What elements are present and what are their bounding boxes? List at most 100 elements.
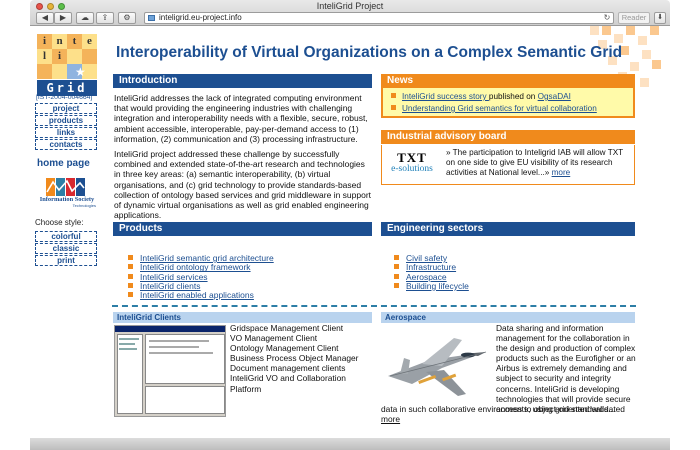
eurofighter-jet-image[interactable] [382, 326, 492, 402]
logo-cell-blank [67, 49, 82, 64]
client-item: Platform [230, 383, 262, 394]
logo-cell-blank [37, 64, 52, 79]
news-item: Understanding Grid semantics for virtual… [391, 104, 597, 113]
list-item: Aerospace [394, 271, 469, 282]
ist-logo-graphic-icon [46, 178, 85, 196]
address-bar[interactable]: inteligrid.eu-project.info [144, 12, 614, 24]
products-list: InteliGrid semantic grid architecture In… [128, 253, 274, 300]
news-link-ogsadai[interactable]: OgsaDAI [537, 92, 571, 101]
product-link[interactable]: InteliGrid ontology framework [140, 262, 251, 273]
back-arrow-icon: ◀ [41, 13, 49, 22]
introduction-heading: Introduction [113, 74, 372, 88]
download-icon: ⬇ [657, 14, 663, 21]
sector-link[interactable]: Civil safety [406, 253, 448, 263]
news-link-success-story[interactable]: InteliGrid success story [402, 92, 489, 101]
nav-products-button[interactable]: products [35, 115, 97, 126]
section-divider [112, 305, 636, 307]
bullet-square-icon [394, 264, 399, 270]
sectors-list: Civil safety Infrastructure Aerospace Bu… [394, 253, 469, 291]
bullet-square-icon [128, 264, 133, 270]
news-link-grid-semantics[interactable]: Understanding Grid semantics for virtual… [402, 104, 597, 113]
list-item: InteliGrid services [128, 271, 274, 282]
client-item: InteliGrid VO and Collaboration [230, 373, 346, 384]
txt-logo-bottom: e-solutions [391, 164, 433, 174]
url-text: inteligrid.eu-project.info [159, 13, 242, 22]
minimize-window-icon[interactable] [47, 3, 54, 10]
logo-letter: e [82, 34, 97, 49]
iab-box: TXT e-solutions » The participation to I… [381, 145, 635, 185]
reload-button[interactable]: ↻ [602, 13, 612, 23]
bullet-square-icon [391, 105, 396, 110]
bullet-square-icon [394, 255, 399, 260]
choose-style-label: Choose style: [35, 218, 84, 227]
product-link[interactable]: InteliGrid clients [140, 280, 201, 291]
ist-logo-subtext: Technologies [72, 203, 96, 208]
back-button[interactable]: ◀ [36, 12, 54, 24]
clients-list: Gridspace Management Client VO Managemen… [230, 323, 372, 394]
sector-link[interactable]: Infrastructure [406, 262, 457, 273]
home-page-link[interactable]: home page [37, 158, 90, 169]
bullet-square-icon [394, 273, 399, 279]
share-icon: ⇪ [101, 13, 109, 22]
logo-cell-blank [52, 64, 67, 79]
clients-screenshot-thumbnail[interactable] [114, 325, 226, 417]
list-item: InteliGrid ontology framework [128, 263, 274, 272]
site-favicon-icon [148, 15, 155, 21]
ist-logo-text: Information Society [39, 196, 95, 203]
bullet-square-icon [128, 255, 133, 260]
style-print-button[interactable]: print [35, 255, 97, 266]
settings-button[interactable]: ⚙ [118, 12, 136, 24]
downloads-button[interactable]: ⬇ [654, 12, 666, 24]
browser-status-bar [30, 438, 670, 450]
aerospace-description-tail: data in such collaborative environments,… [381, 404, 616, 414]
iab-text: » The participation to Inteligrid IAB wi… [446, 148, 624, 177]
news-item-text: published on [488, 92, 538, 101]
reload-icon: ↻ [603, 13, 611, 22]
share-button[interactable]: ⇪ [96, 12, 114, 24]
client-item: VO Management Client [230, 333, 318, 344]
style-colorful-button[interactable]: colorful [35, 231, 97, 242]
information-society-logo[interactable]: Information Society Technologies [38, 176, 96, 208]
sector-link[interactable]: Building lifecycle [406, 280, 469, 291]
client-item: Ontology Management Client [230, 343, 339, 354]
icloud-tabs-button[interactable]: ☁ [76, 12, 94, 24]
style-classic-button[interactable]: classic [35, 243, 97, 254]
product-link[interactable]: InteliGrid semantic grid architecture [140, 253, 274, 263]
aerospace-heading: Aerospace [381, 312, 635, 323]
iab-more-link[interactable]: more [551, 168, 571, 177]
news-item: InteliGrid success story published on Og… [391, 92, 571, 101]
logo-cell-blank [67, 64, 82, 79]
logo-cell-blank [82, 49, 97, 64]
bullet-square-icon [128, 292, 133, 298]
iab-heading: Industrial advisory board [381, 130, 635, 144]
zoom-window-icon[interactable] [58, 3, 65, 10]
browser-toolbar: InteliGrid Project ◀ ▶ ☁ ⇪ ⚙ inteligrid.… [30, 0, 670, 26]
product-link[interactable]: InteliGrid enabled applications [140, 290, 254, 301]
forward-button[interactable]: ▶ [54, 12, 72, 24]
logo-letter: l [37, 49, 52, 64]
inteligrid-logo[interactable]: i n t e l i ★ Grid [35, 34, 97, 96]
reader-button[interactable]: Reader [618, 12, 650, 24]
news-heading: News [381, 74, 635, 88]
close-window-icon[interactable] [36, 3, 43, 10]
list-item: InteliGrid enabled applications [128, 291, 274, 300]
txt-e-solutions-logo[interactable]: TXT e-solutions [386, 151, 438, 175]
nav-contacts-button[interactable]: contacts [35, 139, 97, 150]
list-item: Building lifecycle [394, 280, 469, 291]
nav-links-button[interactable]: links [35, 127, 97, 138]
txt-logo-top: TXT [397, 150, 427, 165]
intro-paragraph-2: InteliGrid project addressed these chall… [114, 149, 372, 221]
sector-link[interactable]: Aerospace [406, 271, 447, 282]
project-code: [IST-2004-004664] [36, 94, 93, 101]
aerospace-more-link[interactable]: more [381, 414, 401, 424]
window-controls [36, 3, 65, 10]
news-box: InteliGrid success story published on Og… [381, 88, 635, 118]
client-item: Document management clients [230, 363, 346, 374]
list-item: InteliGrid clients [128, 280, 274, 291]
web-page: i n t e l i ★ Grid [IST-2004-004664] pro… [30, 26, 670, 438]
product-link[interactable]: InteliGrid services [140, 271, 208, 282]
logo-cell-blank [82, 64, 97, 79]
wrench-icon: ⚙ [123, 13, 131, 22]
forward-arrow-icon: ▶ [59, 13, 67, 22]
nav-project-button[interactable]: project [35, 103, 97, 114]
